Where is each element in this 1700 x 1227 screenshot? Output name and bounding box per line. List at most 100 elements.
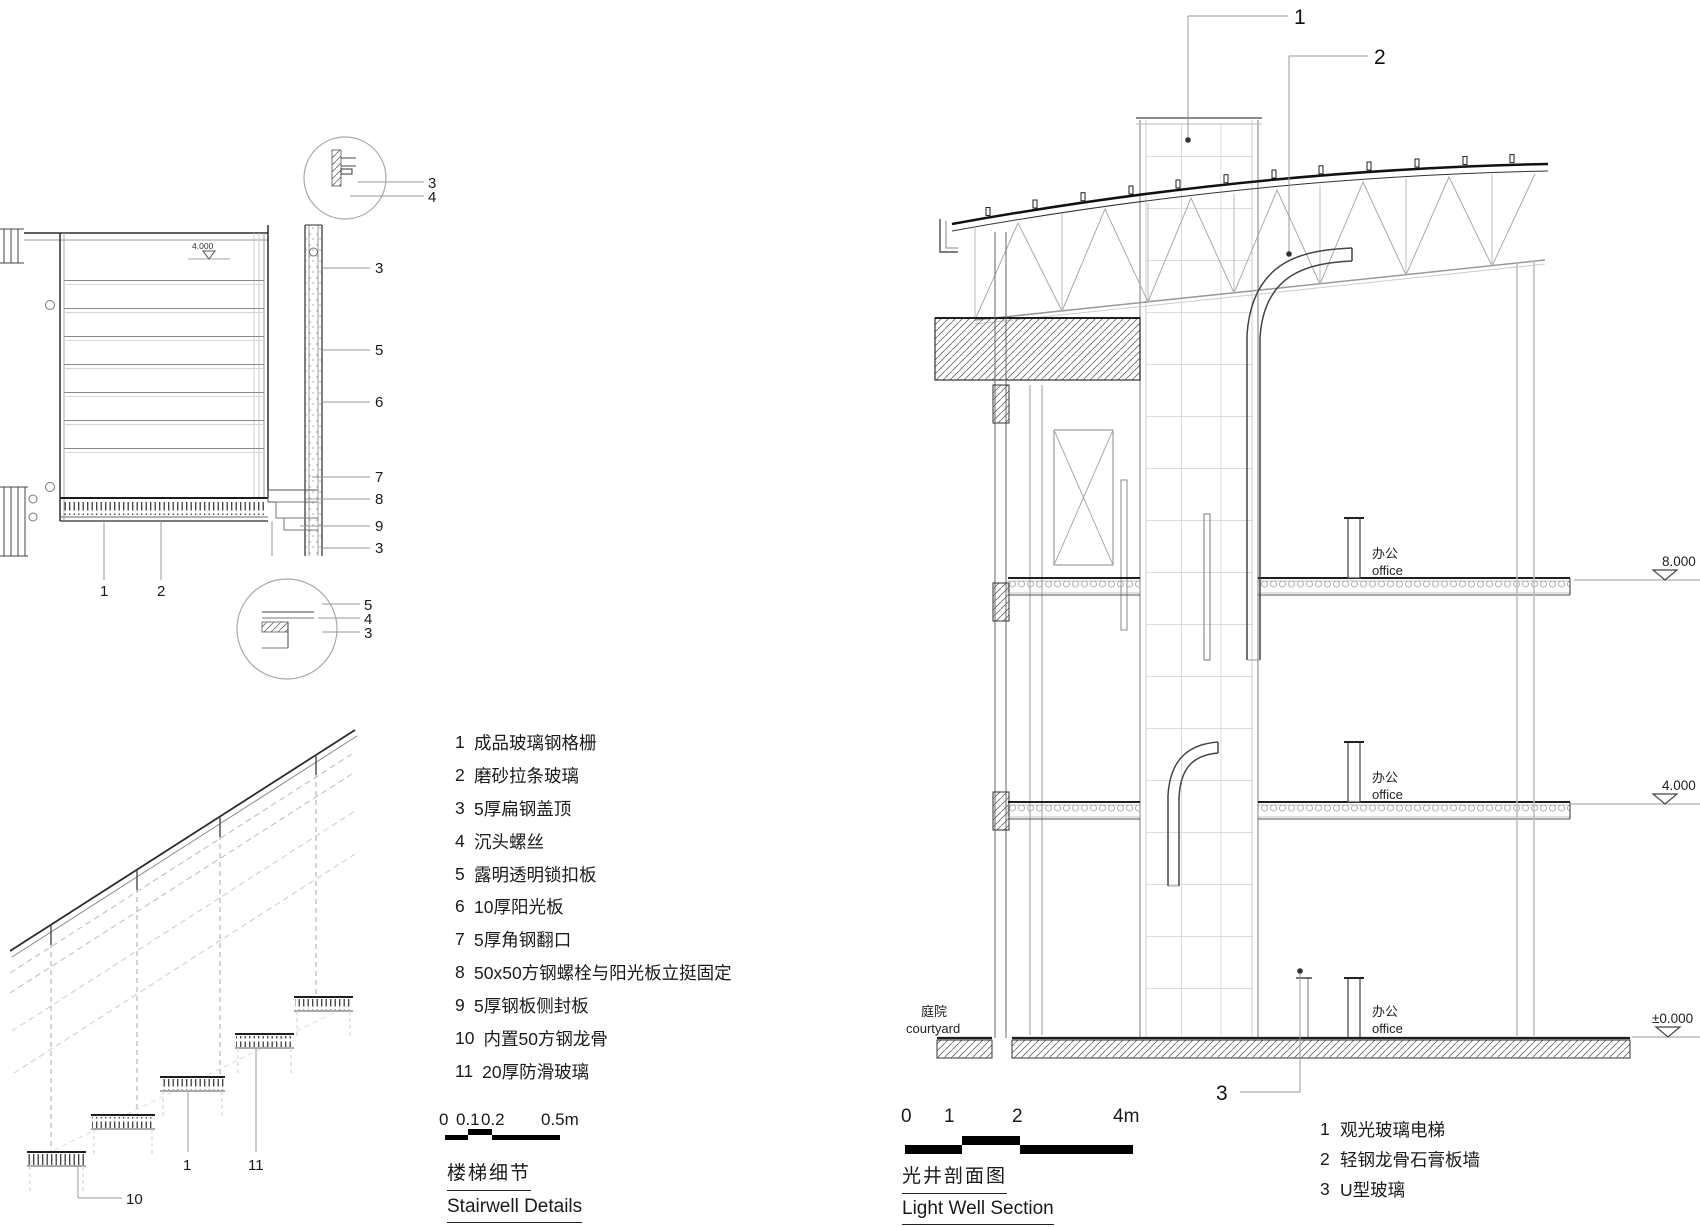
legend-label: 成品玻璃钢格栅 bbox=[474, 732, 597, 753]
legend-num: 10 bbox=[455, 1027, 475, 1048]
level-8000: 8.000 bbox=[1662, 554, 1696, 569]
elevation-markers bbox=[1570, 569, 1700, 1038]
slide-tube bbox=[1167, 247, 1353, 887]
light-well-section-drawing: 8.000 4.000 ±0.000 办公 office 办公 office 办… bbox=[906, 6, 1700, 1105]
scale-tick: 0 bbox=[439, 1110, 449, 1129]
stair-level-value: 4.000 bbox=[192, 241, 214, 251]
callout-5: 5 bbox=[375, 342, 383, 359]
legend-num: 4 bbox=[455, 830, 465, 851]
office-label-en-3: office bbox=[1372, 1021, 1403, 1036]
legend-item: 10 内置50方钢龙骨 bbox=[455, 1022, 735, 1055]
legend-num: 2 bbox=[455, 764, 465, 785]
callout-2-anchor bbox=[1286, 251, 1292, 257]
top-detail-circle bbox=[303, 136, 424, 220]
level-4000: 4.000 bbox=[1662, 778, 1696, 793]
curved-roof bbox=[939, 154, 1549, 253]
stair-section bbox=[0, 224, 323, 557]
scale-tick: 4m bbox=[1113, 1106, 1140, 1127]
legend-label: 沉头螺丝 bbox=[474, 831, 544, 852]
callout-1-floor: 1 bbox=[100, 583, 108, 600]
legend-num: 3 bbox=[455, 797, 465, 818]
scale-tick: 0.2 bbox=[481, 1110, 505, 1129]
section-callout-leaders bbox=[1187, 15, 1368, 1093]
stairwell-details-drawing: 4.000 3 4 3 5 6 7 8 9 3 bbox=[0, 136, 436, 1208]
scale-segment bbox=[1020, 1145, 1133, 1154]
courtyard-label-en: courtyard bbox=[906, 1021, 960, 1036]
callout-3: 3 bbox=[375, 260, 383, 277]
legend-label: 5厚钢板侧封板 bbox=[474, 996, 589, 1017]
callout-3-top: 3 bbox=[428, 175, 436, 192]
legend-num: 11 bbox=[455, 1060, 474, 1081]
callout-3-bot: 3 bbox=[364, 625, 372, 642]
callout-11-incline: 11 bbox=[248, 1157, 264, 1174]
right-callout-leaders bbox=[300, 267, 370, 549]
courtyard-label-zh: 庭院 bbox=[921, 1004, 947, 1019]
well-edge-walls bbox=[1296, 517, 1364, 1039]
legend-item: 5 露明透明锁扣板 bbox=[455, 858, 735, 891]
callout-6: 6 bbox=[375, 394, 383, 411]
scale-tick: 0.1 bbox=[456, 1110, 480, 1129]
legend-label: 观光玻璃电梯 bbox=[1340, 1119, 1445, 1140]
callout-9: 9 bbox=[375, 518, 383, 535]
legend-item: 1 成品玻璃钢格栅 bbox=[455, 726, 735, 759]
stair-level-mark: 4.000 bbox=[188, 241, 230, 260]
bottom-detail-circle bbox=[236, 578, 360, 680]
callout-1-incline: 1 bbox=[183, 1157, 191, 1174]
legend-label: U型玻璃 bbox=[1340, 1179, 1406, 1200]
callout-4-bot: 4 bbox=[364, 611, 372, 628]
scale-tick: 2 bbox=[1012, 1106, 1023, 1127]
legend-item: 2 磨砂拉条玻璃 bbox=[455, 759, 735, 792]
office-label-en-2: office bbox=[1372, 787, 1403, 802]
stairwell-title-zh: 楼梯细节 bbox=[447, 1158, 532, 1191]
callout-3-anchor bbox=[1297, 968, 1303, 974]
callout-3b: 3 bbox=[375, 540, 383, 557]
callout-10-incline: 10 bbox=[126, 1191, 143, 1208]
legend-num: 7 bbox=[455, 929, 465, 950]
right-columns bbox=[1516, 260, 1535, 1036]
roof-clips bbox=[985, 154, 1515, 216]
office-label-zh-2: 办公 bbox=[1372, 770, 1398, 785]
scale-segment bbox=[468, 1129, 492, 1135]
office-label-en-1: office bbox=[1372, 563, 1403, 578]
office-label-zh-1: 办公 bbox=[1372, 546, 1398, 561]
section-callout-3: 3 bbox=[1216, 1082, 1228, 1105]
roof-truss bbox=[974, 173, 1546, 325]
legend-item: 11 20厚防滑玻璃 bbox=[455, 1055, 735, 1088]
legend-label: 轻钢龙骨石膏板墙 bbox=[1340, 1149, 1480, 1170]
legend-num: 3 bbox=[1320, 1178, 1330, 1199]
callout-5-bot: 5 bbox=[364, 597, 372, 614]
legend-label: 露明透明锁扣板 bbox=[474, 864, 597, 885]
lightwell-title-zh: 光井剖面图 bbox=[902, 1161, 1008, 1194]
light-well-shaft bbox=[1136, 117, 1262, 1038]
incline-stair-detail bbox=[9, 729, 358, 1199]
legend-label: 磨砂拉条玻璃 bbox=[474, 765, 579, 786]
legend-num: 1 bbox=[455, 731, 465, 752]
callout-7: 7 bbox=[375, 469, 383, 486]
scale-segment bbox=[492, 1134, 560, 1140]
legend-item: 8 50x50方钢螺栓与阳光板立挺固定 bbox=[455, 956, 735, 989]
legend-item: 3 U型玻璃 bbox=[1320, 1174, 1620, 1204]
interior-partitions bbox=[1029, 385, 1128, 1035]
legend-label: 20厚防滑玻璃 bbox=[482, 1061, 590, 1082]
section-callout-1: 1 bbox=[1294, 6, 1306, 29]
legend-label: 内置50方钢龙骨 bbox=[483, 1028, 608, 1049]
floor-slabs bbox=[1007, 577, 1571, 820]
legend-num: 8 bbox=[455, 962, 465, 983]
legend-item: 4 沉头螺丝 bbox=[455, 825, 735, 858]
legend-num: 5 bbox=[455, 863, 465, 884]
legend-item: 1 观光玻璃电梯 bbox=[1320, 1114, 1620, 1144]
legend-label: 10厚阳光板 bbox=[474, 897, 564, 918]
stairwell-title-en: Stairwell Details bbox=[447, 1196, 583, 1223]
scale-segment bbox=[962, 1136, 1020, 1145]
callout-4-top: 4 bbox=[428, 189, 436, 206]
office-label-zh-3: 办公 bbox=[1372, 1004, 1398, 1019]
room-labels: 办公 office 办公 office 办公 office 庭院 courtya… bbox=[906, 546, 1403, 1036]
legend-label: 50x50方钢螺栓与阳光板立挺固定 bbox=[474, 963, 732, 984]
legend-num: 1 bbox=[1320, 1118, 1330, 1139]
